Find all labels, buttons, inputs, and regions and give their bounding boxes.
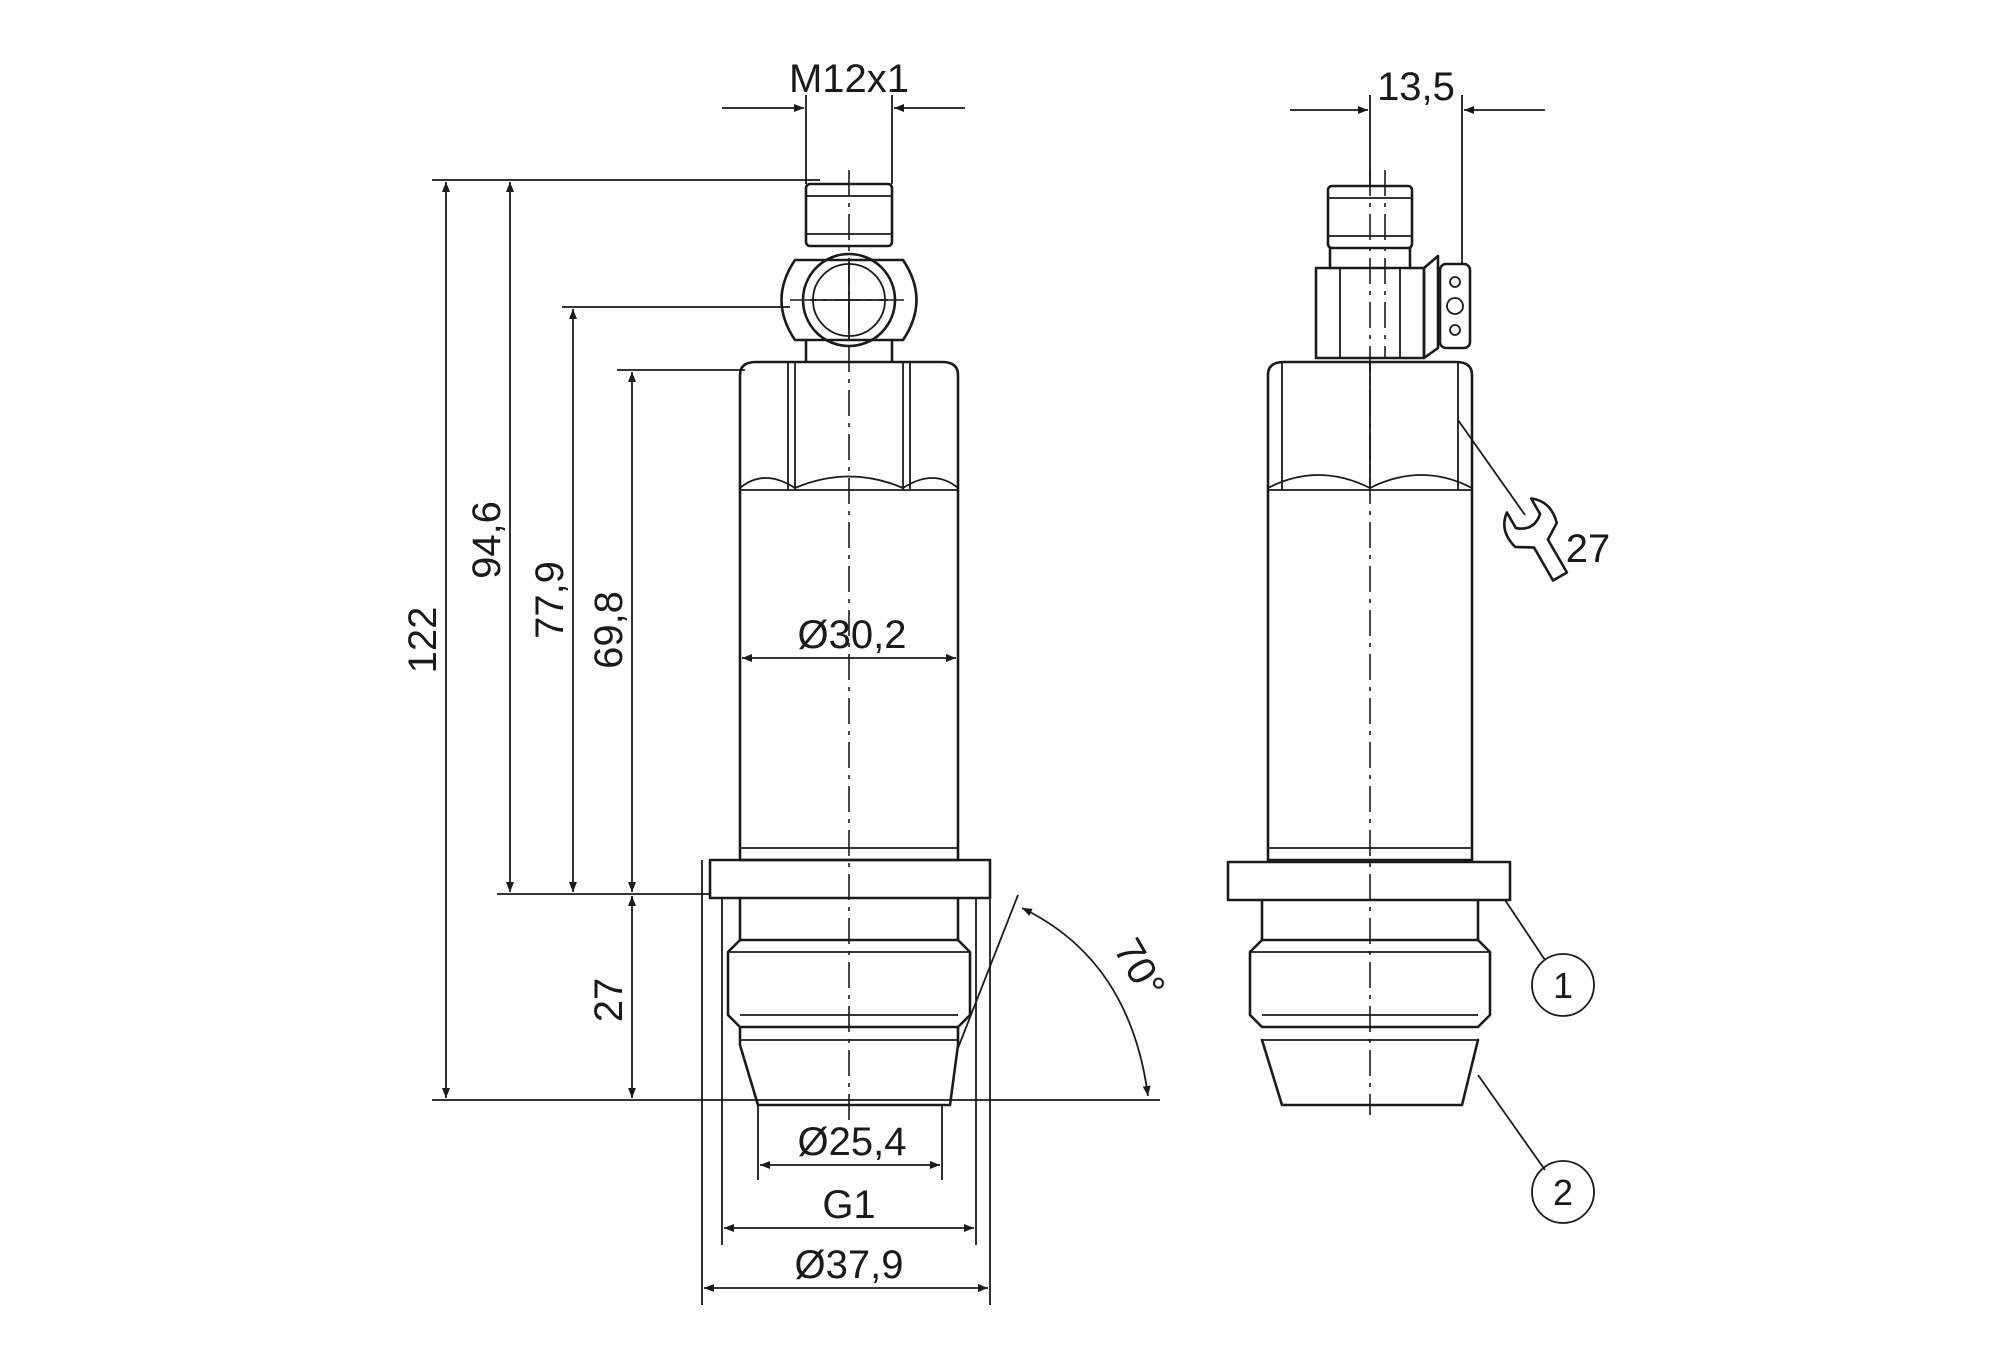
dim-height-total: 122 <box>401 607 445 674</box>
dim-height-698: 69,8 <box>587 591 631 669</box>
dim-process-thread: G1 <box>822 1183 875 1227</box>
dim-connector-offset: 13,5 <box>1377 65 1455 109</box>
side-view <box>1226 170 1512 1115</box>
wrench-icon <box>1503 497 1569 582</box>
dim-height-27: 27 <box>587 978 631 1023</box>
dim-diameter-body: Ø30,2 <box>798 613 907 657</box>
dim-height-946: 94,6 <box>465 501 509 579</box>
dimension-labels: M12x1 13,5 122 94,6 77,9 69,8 27 Ø30,2 Ø… <box>401 57 1610 1287</box>
dim-diameter-tip: Ø25,4 <box>798 1120 907 1164</box>
dimension-lines <box>432 95 1546 1305</box>
callout-1-label: 1 <box>1553 965 1573 1006</box>
callout-1: 1 <box>1531 953 1595 1017</box>
dim-height-779: 77,9 <box>528 561 572 639</box>
callout-2-label: 2 <box>1553 1172 1573 1213</box>
dim-diameter-flange: Ø37,9 <box>795 1243 904 1287</box>
dim-wrench-size: 27 <box>1566 527 1611 571</box>
front-view <box>708 170 992 1120</box>
callout-2: 2 <box>1531 1160 1595 1224</box>
dim-thread-connector: M12x1 <box>789 57 909 101</box>
